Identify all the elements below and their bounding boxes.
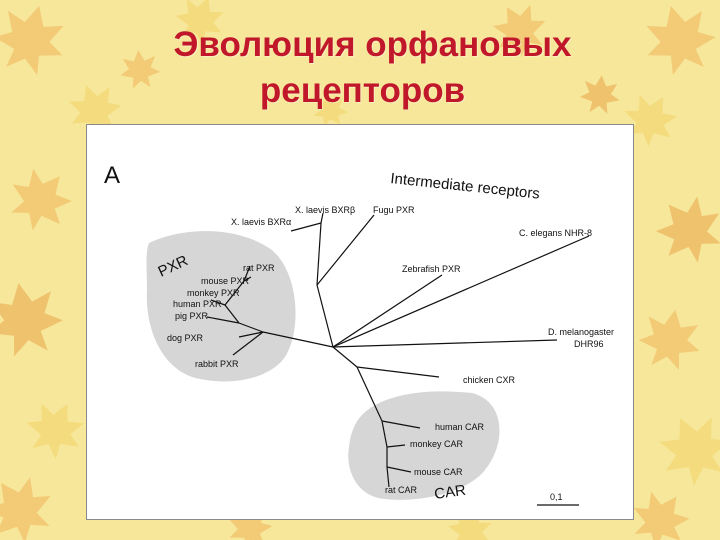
taxon-monkey-car: monkey CAR	[410, 439, 464, 449]
scale-bar-label: 0,1	[550, 492, 563, 502]
taxon-rat-car: rat CAR	[385, 485, 418, 495]
panel-letter: A	[104, 162, 120, 189]
slide-title: Эволюция орфановых рецепторов	[0, 22, 720, 114]
taxon-celegans: C. elegans NHR-8	[519, 228, 592, 238]
slide-title-line-1: Эволюция орфановых	[173, 25, 572, 64]
taxon-pig-pxr: pig PXR	[175, 311, 209, 321]
taxon-mouse-car: mouse CAR	[414, 467, 463, 477]
slide-title-line-2: рецепторов	[259, 71, 466, 110]
phylogenetic-tree: 0,1 A Intermediate receptors PXR CAR X. …	[104, 162, 614, 506]
taxon-human-car: human CAR	[435, 422, 485, 432]
taxon-fugu-pxr: Fugu PXR	[373, 205, 415, 215]
taxon-xlaevis-bxr-beta: X. laevis BXRβ	[295, 205, 355, 215]
tree-branches	[206, 212, 590, 488]
phylogenetic-tree-figure: 0,1 A Intermediate receptors PXR CAR X. …	[86, 124, 634, 520]
car-cluster-region	[348, 391, 500, 500]
taxon-rat-pxr: rat PXR	[243, 263, 275, 273]
car-group-label: CAR	[433, 482, 467, 503]
pxr-cluster-region	[146, 231, 296, 382]
taxon-dhr96: DHR96	[574, 339, 604, 349]
taxon-zebrafish-pxr: Zebrafish PXR	[402, 264, 461, 274]
taxon-dmelanogaster: D. melanogaster	[548, 327, 614, 337]
taxon-monkey-pxr: monkey PXR	[187, 288, 240, 298]
taxon-mouse-pxr: mouse PXR	[201, 276, 250, 286]
taxon-human-pxr: human PXR	[173, 299, 222, 309]
intermediate-receptors-label: Intermediate receptors	[390, 170, 541, 203]
taxon-chicken-cxr: chicken CXR	[463, 375, 516, 385]
taxon-rabbit-pxr: rabbit PXR	[195, 359, 239, 369]
taxon-xlaevis-bxr-alpha: X. laevis BXRα	[231, 217, 291, 227]
taxon-dog-pxr: dog PXR	[167, 333, 204, 343]
